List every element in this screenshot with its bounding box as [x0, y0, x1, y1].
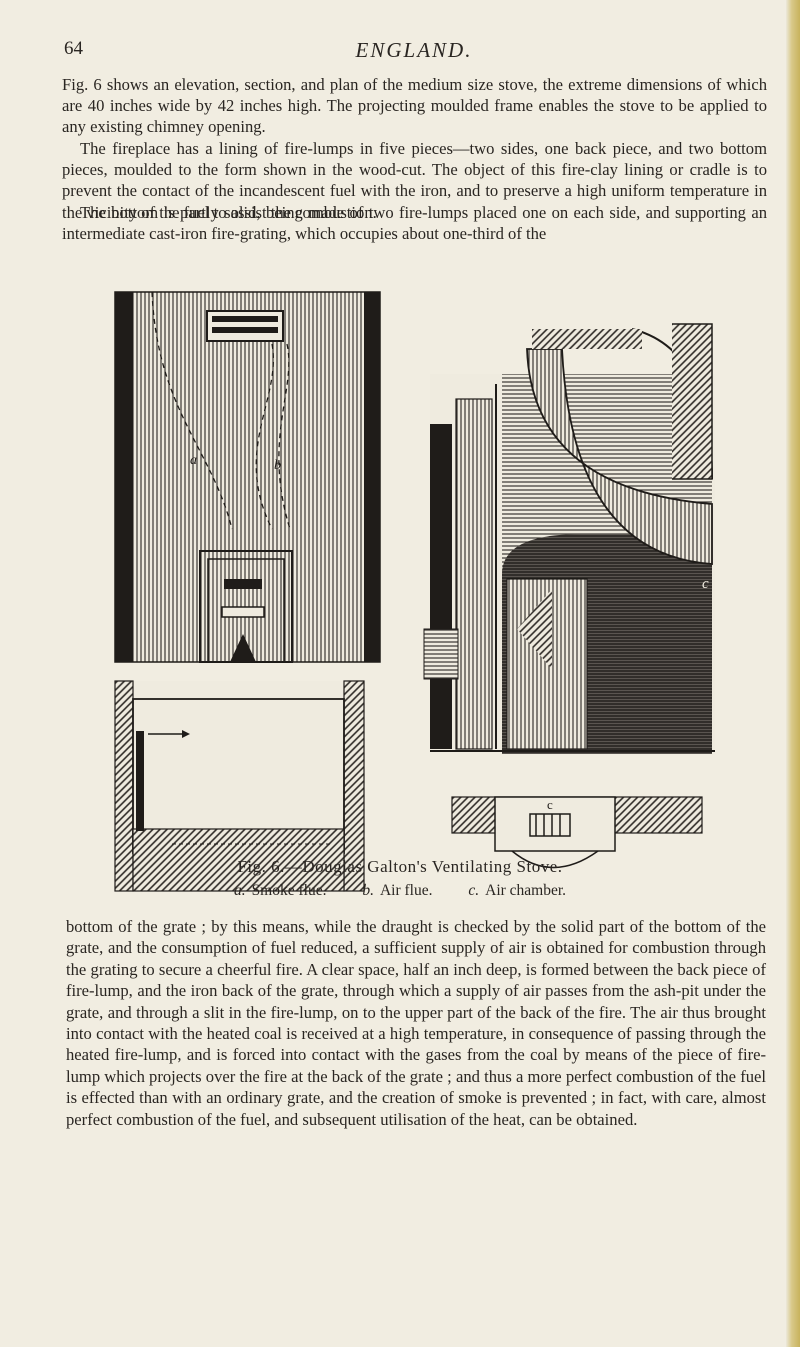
- paragraph-bottom-continued: bottom of the grate ; by this means, whi…: [66, 917, 766, 1129]
- lower-plan-view: c: [451, 796, 703, 869]
- paragraph-bottom: The bottom is partly solid, being made o…: [62, 203, 767, 244]
- label-b-elevation: b: [274, 458, 281, 473]
- paragraph-fireplace-lining: The fireplace has a lining of fire-lumps…: [62, 139, 767, 222]
- plan-view: [114, 680, 365, 892]
- section-view: c: [423, 323, 715, 754]
- legend-key: b.: [362, 882, 374, 899]
- legend-item-c: c. Air chamber.: [468, 882, 566, 899]
- figure-caption: Fig. 6.—Douglas Galton's Ventilating Sto…: [237, 857, 563, 876]
- page-edge: [786, 0, 800, 1347]
- page-number: 64: [64, 38, 83, 59]
- label-c-plan: c: [547, 797, 553, 812]
- legend-key: c.: [468, 882, 480, 899]
- legend-text: Air chamber.: [485, 882, 567, 899]
- legend-key: a.: [233, 882, 246, 899]
- figure-legend: a. Smoke flue. b. Air flue. c. Air chamber.: [0, 882, 800, 900]
- label-c-section: c: [702, 576, 709, 592]
- stove-figure: a b: [112, 289, 720, 894]
- elevation-view: a b: [114, 291, 381, 663]
- legend-item-b: b. Air flue.: [362, 882, 432, 899]
- running-head: ENGLAND.: [355, 38, 473, 62]
- label-a-elevation: a: [190, 453, 197, 468]
- legend-item-a: a. Smoke flue.: [234, 882, 327, 899]
- paragraph-fig6-intro: Fig. 6 shows an elevation, section, and …: [62, 75, 767, 137]
- legend-text: Air flue.: [379, 882, 433, 899]
- page-header: 64 ENGLAND.: [64, 38, 764, 68]
- legend-text: Smoke flue.: [251, 882, 327, 899]
